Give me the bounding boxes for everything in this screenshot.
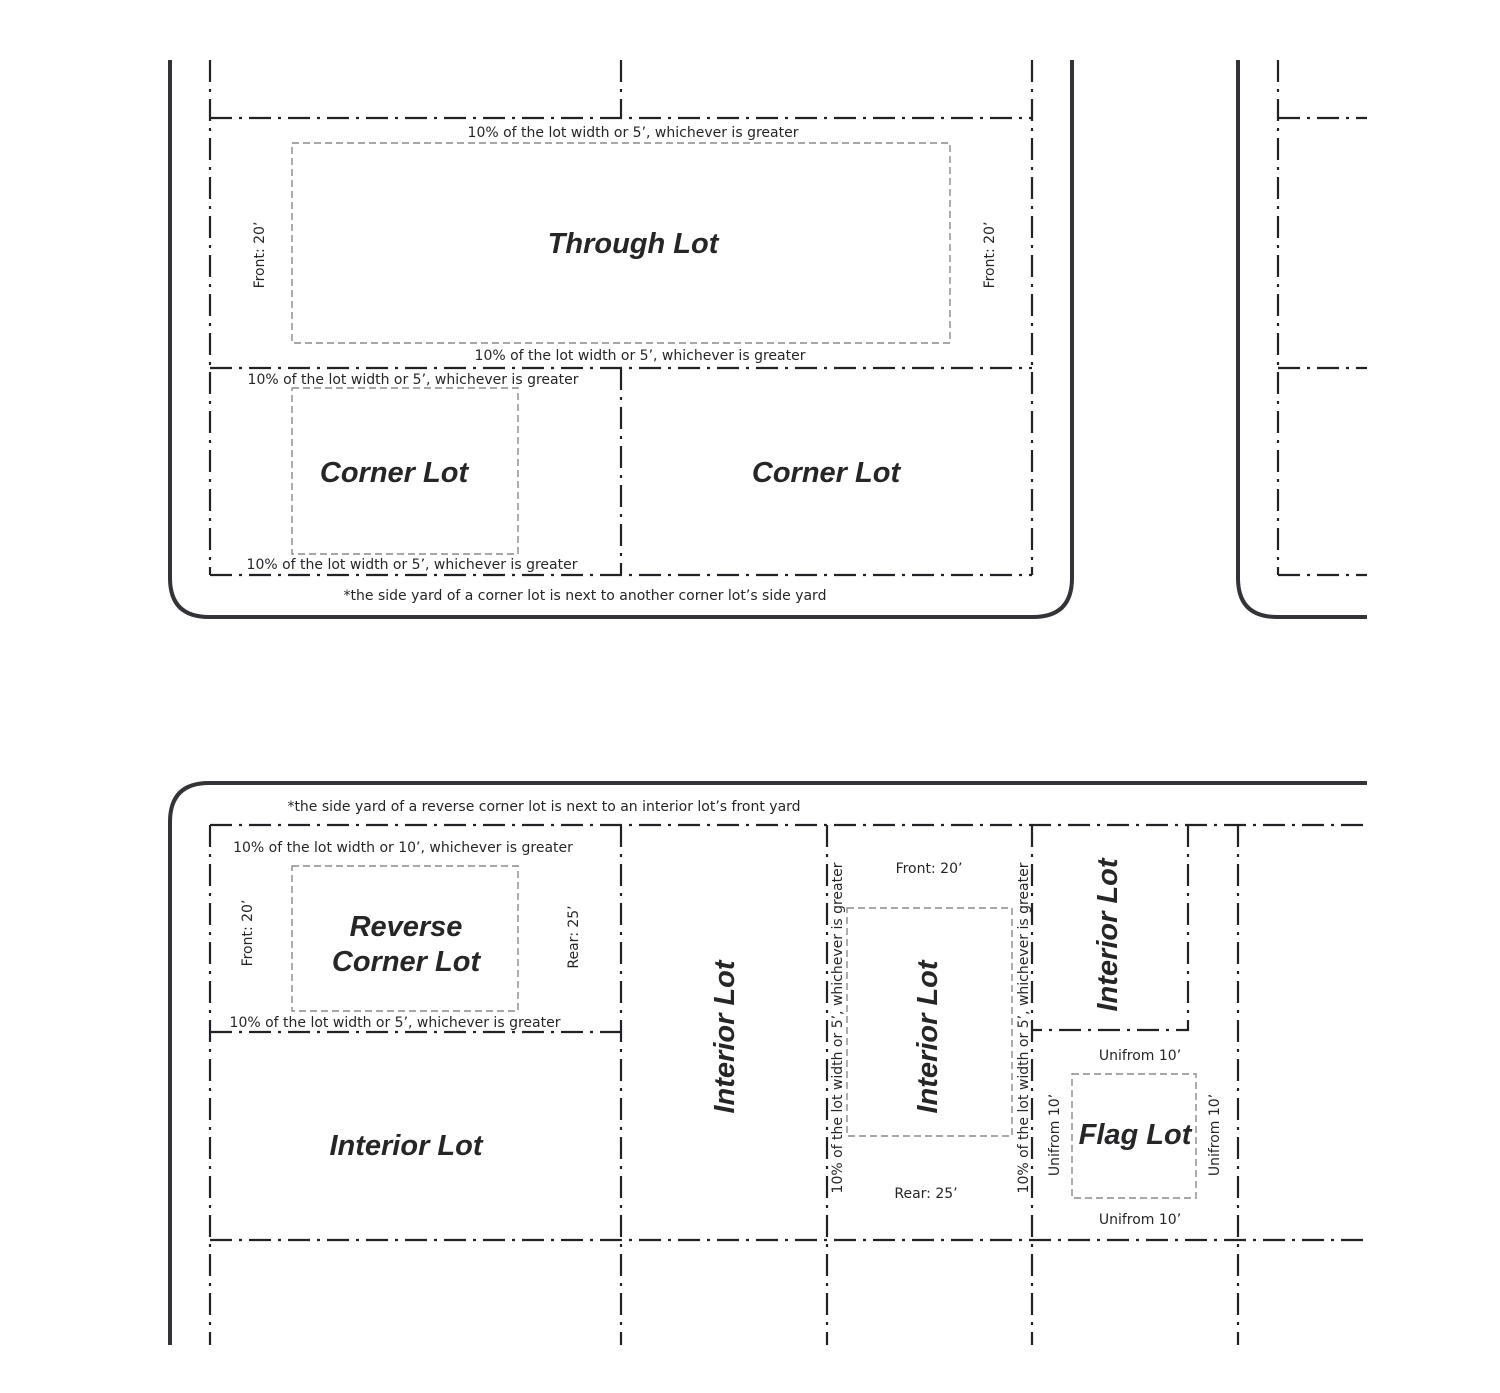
interior-lot-center-front-note: Front: 20’: [896, 861, 963, 877]
through-lot-left-front-note: Front: 20’: [252, 222, 268, 289]
through-lot-bottom-yard-note: 10% of the lot width or 5’, whichever is…: [475, 348, 806, 364]
bottom-block-street-curb: [168, 781, 1367, 1345]
corner-lot-top-yard-note: 10% of the lot width or 5’, whichever is…: [248, 372, 579, 388]
interior-lot-vertical-label: Interior Lot: [709, 959, 741, 1113]
flag-lot-top-note: Unifrom 10’: [1099, 1048, 1181, 1064]
interior-lot-upper-right-label: Interior Lot: [1092, 857, 1124, 1011]
reverse-corner-lot-label-line2: Corner Lot: [332, 946, 482, 978]
top-right-block-street-curb: [1236, 60, 1367, 619]
interior-lot-center-right-yard-note: 10% of the lot width or 5’, whichever is…: [1016, 862, 1032, 1193]
interior-lot-center-buildable-area: [846, 907, 1013, 1137]
through-lot-right-front-note: Front: 20’: [982, 222, 998, 289]
corner-lot-right-label: Corner Lot: [752, 457, 902, 489]
flag-lot-label: Flag Lot: [1079, 1119, 1193, 1151]
interior-lot-center-label: Interior Lot: [912, 959, 944, 1113]
reverse-corner-lot-front-note: Front: 20’: [240, 900, 256, 967]
top-block: 10% of the lot width or 5’, whichever is…: [168, 60, 1367, 619]
flag-lot-right-note: Unifrom 10’: [1207, 1094, 1223, 1176]
reverse-corner-lot-buildable-area: [291, 865, 519, 1012]
corner-lot-left-label: Corner Lot: [320, 457, 470, 489]
top-block-street-curb: [168, 60, 1074, 619]
flag-lot-buildable-area: [1071, 1073, 1197, 1199]
flag-lot-pole-line: [1032, 825, 1190, 1032]
corner-lot-bottom-yard-note: 10% of the lot width or 5’, whichever is…: [247, 557, 578, 573]
bottom-block: *the side yard of a reverse corner lot i…: [168, 781, 1367, 1345]
corner-lot-buildable-area: [291, 387, 519, 555]
top-footnote: *the side yard of a corner lot is next t…: [344, 588, 827, 604]
reverse-corner-lot-top-yard-note: 10% of the lot width or 10’, whichever i…: [233, 840, 573, 856]
reverse-corner-lot-bottom-yard-note: 10% of the lot width or 5’, whichever is…: [230, 1015, 561, 1031]
reverse-corner-lot-label-line1: Reverse: [350, 911, 463, 943]
interior-lot-center-left-yard-note: 10% of the lot width or 5’, whichever is…: [830, 862, 846, 1193]
flag-lot-bottom-note: Unifrom 10’: [1099, 1212, 1181, 1228]
through-lot-top-yard-note: 10% of the lot width or 5’, whichever is…: [468, 125, 799, 141]
bottom-footnote: *the side yard of a reverse corner lot i…: [287, 799, 800, 815]
through-lot-label: Through Lot: [548, 228, 720, 260]
flag-lot-left-note: Unifrom 10’: [1047, 1094, 1063, 1176]
reverse-corner-lot-rear-note: Rear: 25’: [566, 905, 582, 968]
interior-lot-bottom-left-label: Interior Lot: [329, 1130, 483, 1162]
interior-lot-center-rear-note: Rear: 25’: [894, 1186, 957, 1202]
